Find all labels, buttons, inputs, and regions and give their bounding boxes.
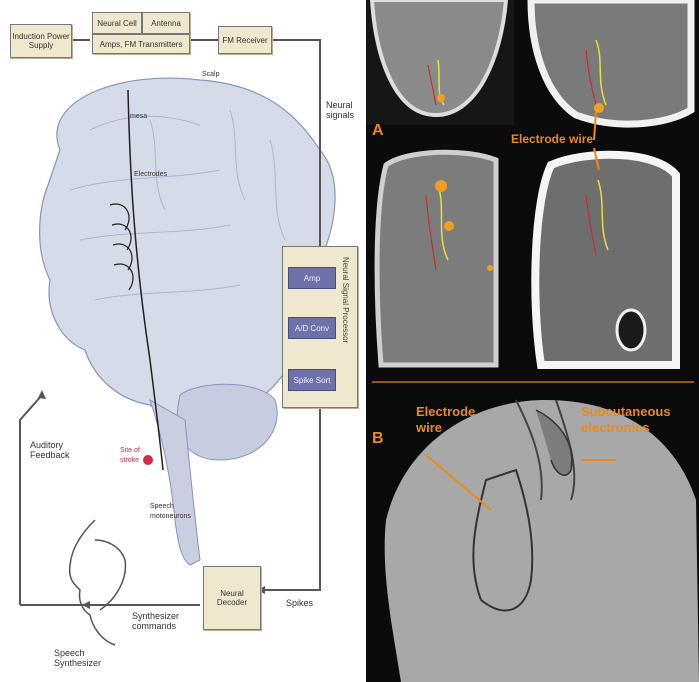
neural-decoder-box: Neural Decoder bbox=[203, 566, 261, 630]
speech-motoneurons-label: Speech motoneurons bbox=[150, 502, 200, 522]
cerebellum-illustration bbox=[177, 384, 277, 460]
site-of-stroke-label: Site of stroke bbox=[120, 446, 150, 466]
subcutaneous-electronics-label: Subcutaneous electronics bbox=[581, 404, 691, 436]
skull-3d-render bbox=[385, 400, 699, 682]
induction-power-supply-box: Induction Power Supply bbox=[10, 24, 72, 58]
panel-label-a: A bbox=[372, 122, 384, 140]
scalp-label: Scalp bbox=[202, 70, 220, 80]
transmitter-box: Amps, FM Transmitters bbox=[92, 34, 190, 54]
electrode-wire-label-a: Electrode wire bbox=[511, 132, 593, 146]
electrodes-label: Electrodes bbox=[134, 170, 167, 180]
left-diagram-panel: Induction Power Supply Neural Cell Anten… bbox=[0, 0, 366, 682]
panel-label-b: B bbox=[372, 430, 384, 448]
ct-scan-middle-right bbox=[535, 155, 676, 365]
neural-cell-box: Neural Cell bbox=[92, 12, 142, 34]
speech-synthesizer-head-illustration bbox=[70, 520, 126, 645]
spike-sort-box: Spike Sort bbox=[288, 369, 336, 391]
spikes-label: Spikes bbox=[286, 598, 313, 608]
antenna-box: Antenna bbox=[142, 12, 190, 34]
ad-conv-box: A/D Conv bbox=[288, 317, 336, 339]
mesa-label: mesa bbox=[130, 112, 147, 122]
neural-signal-processor-title: Neural Signal Processor bbox=[341, 257, 350, 343]
neural-signal-processor-box: Amp A/D Conv Spike Sort Neural Signal Pr… bbox=[282, 246, 358, 408]
fm-receiver-box: FM Receiver bbox=[218, 26, 272, 54]
speech-synthesizer-label: Speech Synthesizer bbox=[54, 648, 114, 668]
neural-signals-label: Neural signals bbox=[326, 100, 362, 120]
imaging-graphics bbox=[366, 0, 699, 682]
ct-scan-top-right bbox=[531, 0, 691, 124]
imaging-panel: A Electrode wire B Electrode wire Subcut… bbox=[366, 0, 699, 682]
synthesizer-commands-label: Synthesizer commands bbox=[132, 611, 192, 631]
electrode-wire-label-b: Electrode wire bbox=[416, 404, 486, 436]
auditory-feedback-label: Auditory Feedback bbox=[30, 440, 74, 460]
amp-box: Amp bbox=[288, 267, 336, 289]
